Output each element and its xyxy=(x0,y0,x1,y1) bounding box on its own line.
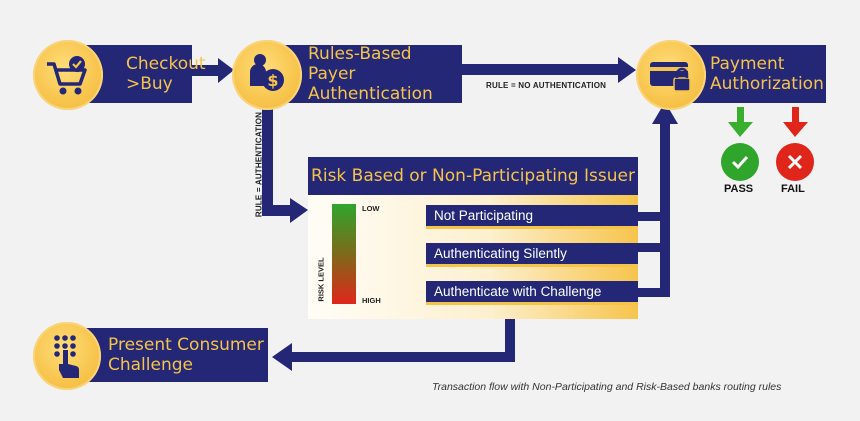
dollar-person-icon: $ xyxy=(232,40,302,110)
payment-label-line2: Authorization xyxy=(710,74,824,94)
rules-label-line2: Authentication xyxy=(308,84,433,104)
risk-axis-label: RISK LEVEL xyxy=(316,257,326,302)
risk-panel-title: Risk Based or Non-Participating Issuer xyxy=(308,157,638,195)
keypad-hand-icon xyxy=(33,322,101,390)
pass-badge xyxy=(721,143,759,181)
checkout-label-line1: Checkout xyxy=(126,54,206,74)
no-auth-rule-label: RULE = NO AUTHENTICATION xyxy=(486,81,607,90)
checkmark-icon xyxy=(731,155,749,170)
rules-auth-step: Rules-Based Payer Authentication xyxy=(268,44,462,104)
fail-badge xyxy=(776,143,814,181)
present-label-line1: Present Consumer xyxy=(108,335,264,355)
svg-text:$: $ xyxy=(267,71,278,90)
x-icon xyxy=(787,154,803,170)
option-authenticating-silently: Authenticating Silently xyxy=(426,243,638,267)
fail-label: FAIL xyxy=(781,183,805,195)
present-challenge-step: Present Consumer Challenge xyxy=(82,328,268,382)
rules-label-line1: Rules-Based Payer xyxy=(308,44,412,84)
checkout-label-line2: >Buy xyxy=(126,74,173,94)
figure-caption: Transaction flow with Non-Participating … xyxy=(432,381,782,393)
risk-low-label: LOW xyxy=(362,204,380,213)
option-not-participating: Not Participating xyxy=(426,205,638,229)
cart-check-icon xyxy=(33,40,103,110)
option-authenticate-challenge: Authenticate with Challenge xyxy=(426,281,638,305)
auth-rule-label: RULE = AUTHENTICATION xyxy=(254,111,264,218)
risk-high-label: HIGH xyxy=(362,296,381,305)
pass-label: PASS xyxy=(724,183,754,195)
risk-level-scale xyxy=(332,204,356,304)
payment-label-line1: Payment xyxy=(710,54,785,74)
present-label-line2: Challenge xyxy=(108,355,193,375)
credit-card-lock-icon xyxy=(636,40,706,110)
